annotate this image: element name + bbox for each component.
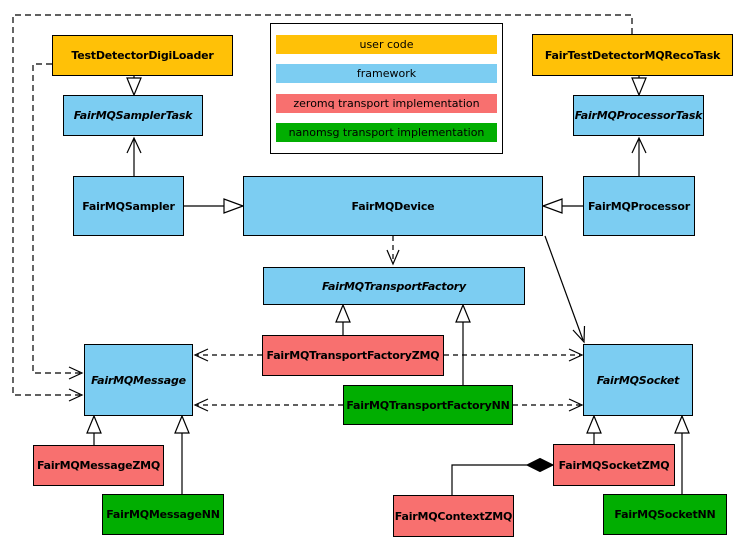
edge-digiloader-samplertask <box>126 76 142 97</box>
legend-item-framework: framework <box>276 64 497 84</box>
edge-sampler-samplertask <box>126 136 142 176</box>
legend-label: zeromq transport implementation <box>293 96 480 110</box>
edge-tfzmq-transportfactory <box>335 303 351 335</box>
legend-label: user code <box>359 37 414 51</box>
node-testdetectordigiloader: TestDetectorDigiLoader <box>52 35 233 76</box>
edge-socketnn-socket <box>674 414 690 494</box>
edge-contextzmq-socketzmq <box>451 457 555 495</box>
legend-item-nanomsg: nanomsg transport implementation <box>276 123 497 143</box>
edge-recotask-processortask <box>631 76 647 97</box>
edge-processor-device <box>541 198 583 214</box>
node-fairmqprocessortask: FairMQProcessorTask <box>573 95 704 136</box>
node-fairmqmessage: FairMQMessage <box>84 344 193 416</box>
edge-device-socket <box>544 235 586 344</box>
node-fairmqsocketzmq: FairMQSocketZMQ <box>553 444 675 486</box>
edge-tfnn-transportfactory <box>455 303 471 385</box>
edge-recotask-message <box>12 14 633 402</box>
node-fairmqtransportfactoryzmq: FairMQTransportFactoryZMQ <box>262 335 444 376</box>
node-fairmqdevice: FairMQDevice <box>243 176 543 236</box>
node-fairmqsocket: FairMQSocket <box>583 344 693 416</box>
legend-item-user-code: user code <box>276 34 497 54</box>
node-fairtestdetectormqrecotask: FairTestDetectorMQRecoTask <box>532 34 733 76</box>
legend-label: framework <box>356 67 417 81</box>
legend: user code framework zeromq transport imp… <box>270 23 503 154</box>
edge-messagezmq-message <box>86 414 102 445</box>
edge-digiloader-message <box>32 63 84 380</box>
edge-processor-processortask <box>631 136 647 176</box>
node-fairmqtransportfactory: FairMQTransportFactory <box>263 267 525 305</box>
node-fairmqsamplertask: FairMQSamplerTask <box>63 95 203 136</box>
node-fairmqmessagenn: FairMQMessageNN <box>102 494 224 535</box>
edge-socketzmq-socket <box>586 414 602 444</box>
node-fairmqcontextzmq: FairMQContextZMQ <box>393 495 514 537</box>
edge-tfnn-socket <box>513 398 584 412</box>
legend-label: nanomsg transport implementation <box>288 126 485 140</box>
node-fairmqprocessor: FairMQProcessor <box>583 176 695 236</box>
edge-sampler-device <box>184 198 245 214</box>
node-fairmqsampler: FairMQSampler <box>73 176 184 236</box>
node-fairmqtransportfactorynn: FairMQTransportFactoryNN <box>343 385 513 425</box>
legend-item-zeromq: zeromq transport implementation <box>276 93 497 113</box>
edge-device-transportfactory <box>386 236 400 266</box>
edge-tfzmq-socket <box>444 348 584 362</box>
node-fairmqsocketnn: FairMQSocketNN <box>603 494 727 535</box>
edge-messagenn-message <box>174 414 190 494</box>
node-fairmqmessagezmq: FairMQMessageZMQ <box>33 445 164 486</box>
edge-tfnn-message <box>193 398 343 412</box>
edge-tfzmq-message <box>193 348 262 362</box>
